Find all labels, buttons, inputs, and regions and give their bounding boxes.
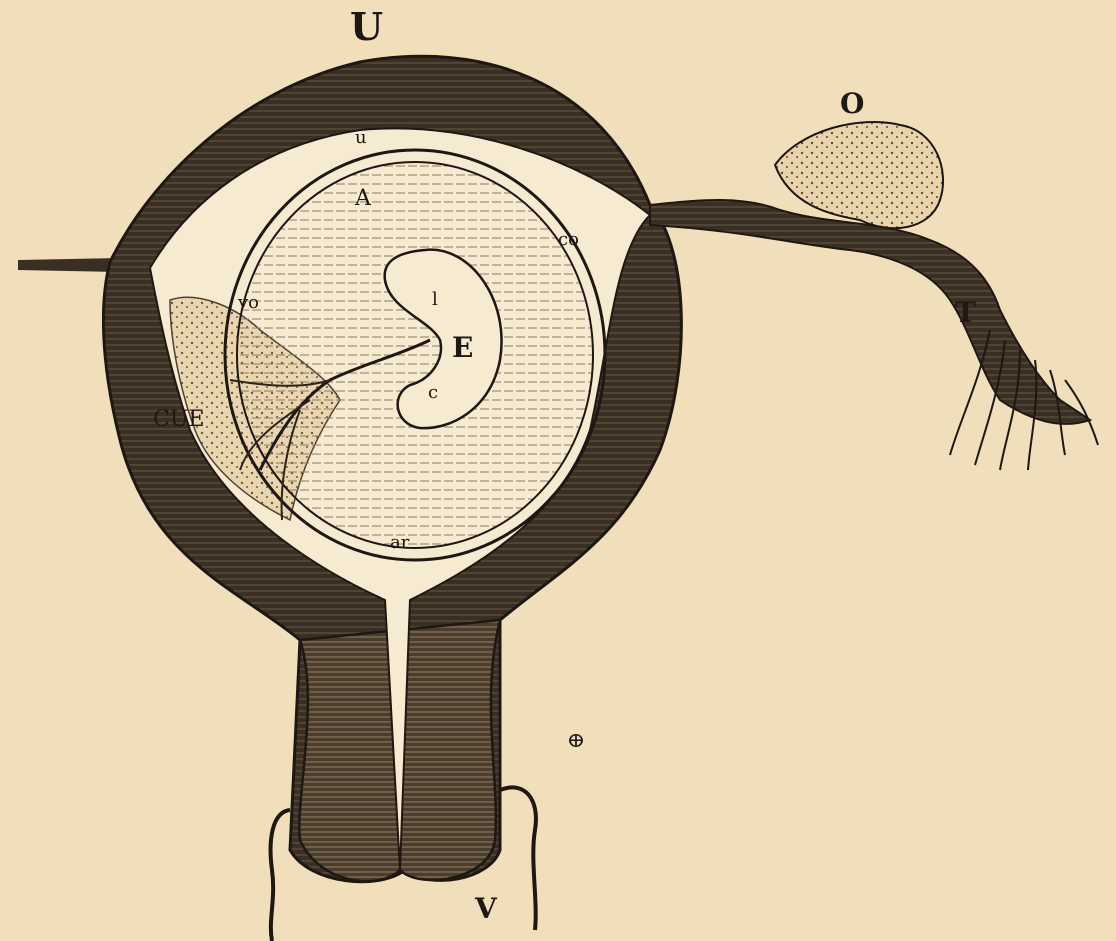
label-O: O <box>840 87 864 120</box>
left-duct <box>271 810 290 941</box>
label-co: co <box>558 229 579 250</box>
mark-glyph: ⴲ <box>568 731 584 752</box>
amnion-membrane <box>237 162 593 548</box>
label-T: T <box>955 296 976 329</box>
label-c: c <box>428 382 438 403</box>
label-U: U <box>350 4 383 49</box>
label-u: u <box>355 127 367 148</box>
fallopian-tube <box>650 200 1090 424</box>
label-cue: CUE <box>153 407 204 432</box>
label-ar: ar <box>390 532 410 553</box>
ovary <box>775 122 943 228</box>
label-A: A <box>354 186 372 211</box>
label-vo: vo <box>237 292 259 313</box>
label-V: V <box>474 892 498 925</box>
label-l: l <box>432 289 438 310</box>
label-E: E <box>452 331 473 364</box>
right-duct <box>500 787 536 930</box>
